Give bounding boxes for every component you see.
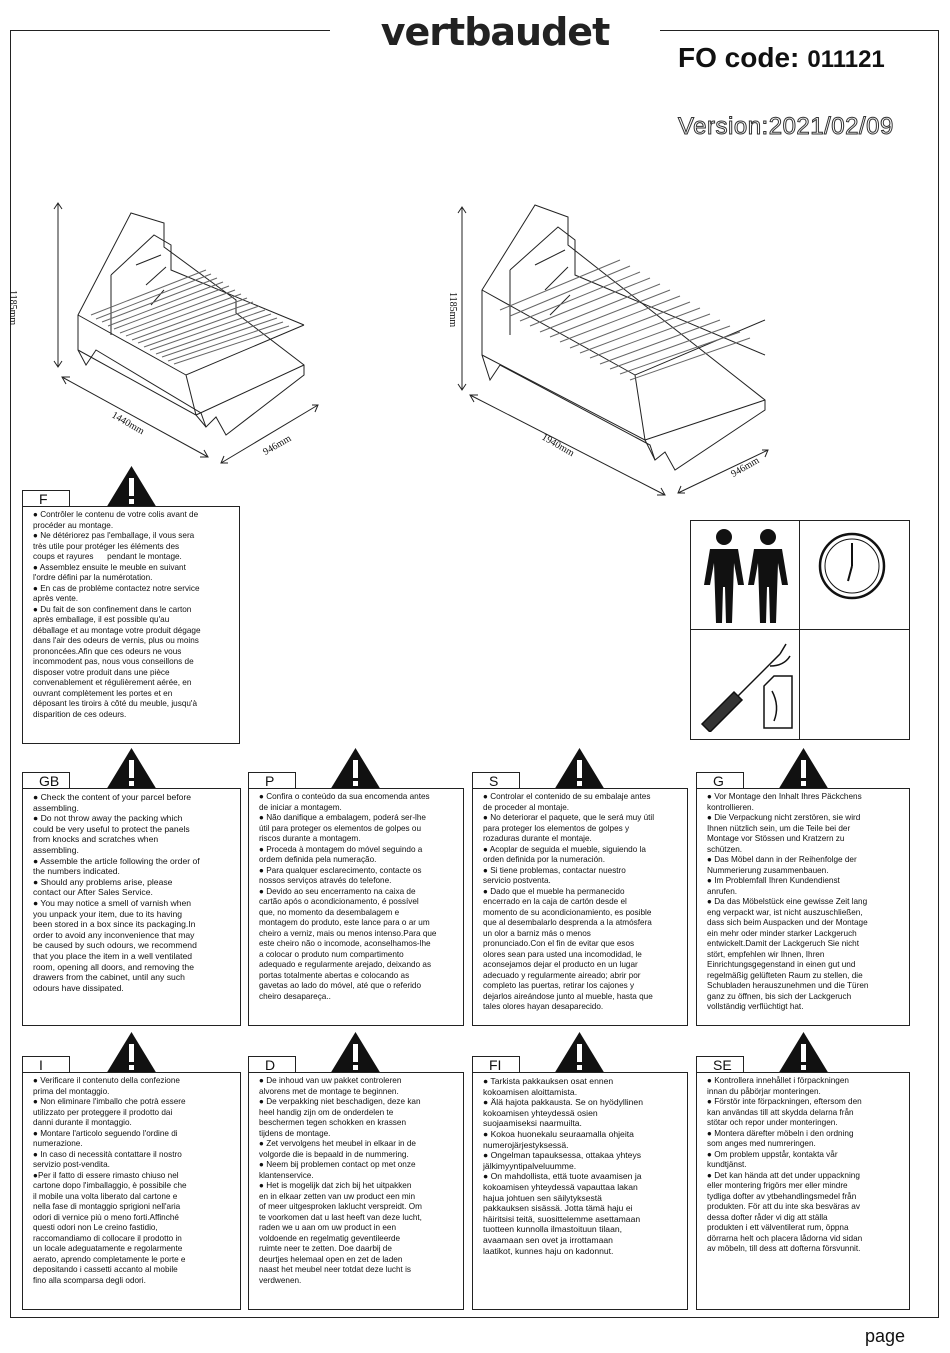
tab-label-se: SE — [696, 1056, 744, 1073]
tab-label-p: P — [248, 772, 296, 789]
warning-icon — [330, 748, 381, 790]
assembly-info-grid — [690, 520, 910, 740]
notice-text-s: ● Controlar el contenido de su embalaje … — [483, 792, 655, 1011]
fo-code-value: 011121 — [807, 46, 885, 73]
notice-box-se: ● Kontrollera innehållet i förpackningen… — [696, 1072, 910, 1310]
grid-divider — [799, 521, 800, 739]
tab-label-f: F — [22, 490, 70, 507]
notice-text-f: ● Contrôler le contenu de votre colis av… — [33, 510, 201, 719]
bed-drawing-small — [53, 202, 319, 464]
tab-label-g: G — [696, 772, 744, 789]
notice-box-d: ● De inhoud van uw pakket controleren al… — [248, 1072, 464, 1310]
warning-icon — [778, 748, 829, 790]
brand-logo: vertbaudet — [330, 10, 660, 54]
tab-label-d: D — [248, 1056, 296, 1073]
notice-box-gb: ● Check the content of your parcel befor… — [22, 788, 241, 1026]
fo-code: FO code: 011121 — [678, 42, 885, 74]
grid-divider — [691, 629, 909, 630]
dim-height-right: 1185mm — [447, 292, 458, 328]
version-label: Version:2021/02/09 — [678, 113, 894, 141]
notice-box-s: ● Controlar el contenido de su embalaje … — [472, 788, 688, 1026]
tab-label-gb: GB — [22, 772, 70, 789]
notice-text-gb: ● Check the content of your parcel befor… — [33, 792, 200, 993]
tab-label-i: I — [22, 1056, 70, 1073]
screwdriver-icon — [700, 643, 793, 732]
warning-icon — [778, 1032, 829, 1074]
page-footer-label: page — [865, 1326, 906, 1346]
notice-text-g: ● Vor Montage den Inhalt Ihres Päckchens… — [707, 792, 869, 1011]
two-people-icon — [704, 529, 788, 623]
tab-label-s: S — [472, 772, 520, 789]
bed-drawing-large — [457, 204, 769, 496]
notice-box-i: ● Verificare il contenuto della confezio… — [22, 1072, 241, 1310]
notice-box-f: ● Contrôler le contenu de votre colis av… — [22, 506, 240, 744]
notice-box-fi: ● Tarkista pakkauksen osat ennen kokoami… — [472, 1072, 688, 1310]
notice-text-i: ● Verificare il contenuto della confezio… — [33, 1076, 187, 1285]
notice-text-d: ● De inhoud van uw pakket controleren al… — [259, 1076, 422, 1285]
warning-icon — [554, 1032, 605, 1074]
warning-icon — [106, 466, 157, 508]
fo-code-label: FO code: — [678, 42, 800, 73]
tab-label-fi: FI — [472, 1056, 520, 1073]
notice-box-g: ● Vor Montage den Inhalt Ihres Päckchens… — [696, 788, 910, 1026]
dim-height-left: 1185mm — [7, 290, 18, 326]
notice-box-p: ● Confira o conteúdo da sua encomenda an… — [248, 788, 464, 1026]
warning-icon — [106, 1032, 157, 1074]
notice-text-fi: ● Tarkista pakkauksen osat ennen kokoami… — [483, 1076, 643, 1256]
notice-text-se: ● Kontrollera innehållet i förpackningen… — [707, 1076, 863, 1253]
notice-text-p: ● Confira o conteúdo da sua encomenda an… — [259, 792, 437, 1001]
warning-icon — [554, 748, 605, 790]
warning-icon — [330, 1032, 381, 1074]
clock-icon — [818, 532, 886, 600]
warning-icon — [106, 748, 157, 790]
